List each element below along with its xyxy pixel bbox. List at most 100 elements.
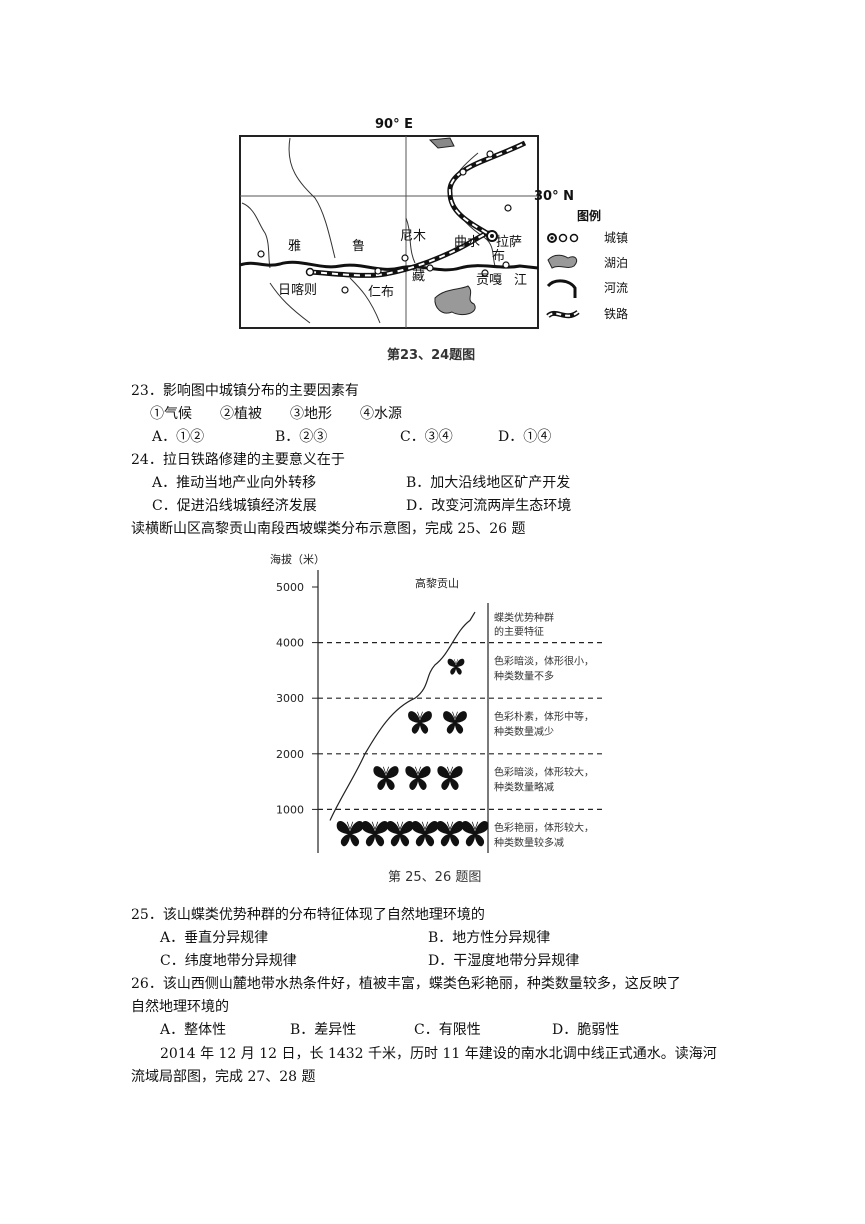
place-label: 雅: [288, 239, 301, 254]
legend-label-river: 河流: [604, 281, 628, 295]
mountain-label: 高黎贡山: [415, 576, 459, 590]
q25-option-c[interactable]: C．纬度地带分异规律: [160, 953, 297, 969]
place-label: 日喀则: [278, 282, 317, 298]
butterfly-icon: [386, 821, 414, 847]
town-marker: [426, 264, 434, 272]
lake: [434, 285, 476, 316]
zone-desc-line1: 色彩暗淡，体形很小，: [494, 654, 594, 667]
map-figure: 90° E 30° N 雅 鲁 尼木 曲水 拉萨 布 日喀则 仁布 藏 贡嘎 江…: [239, 117, 628, 329]
zone-desc-line2: 种类数量减少: [494, 725, 554, 738]
legend-town-icon-dot: [550, 236, 554, 240]
zone-desc-line2: 种类数量不多: [494, 669, 554, 682]
q26-option-d[interactable]: D．脆弱性: [552, 1022, 620, 1038]
q23-option-b[interactable]: B．②③: [275, 429, 328, 445]
town-marker: [257, 250, 265, 258]
q24-option-d[interactable]: D．改变河流两岸生态环境: [406, 498, 572, 514]
intro-27-28-line1: 2014 年 12 月 12 日，长 1432 千米，历时 11 年建设的南水北…: [160, 1046, 717, 1062]
q26-option-c[interactable]: C．有限性: [414, 1022, 481, 1038]
place-label: 仁布: [368, 285, 394, 300]
city-marker-lhasa-dot: [490, 234, 494, 238]
town-marker: [305, 267, 315, 277]
butterfly-icon: [443, 711, 467, 734]
q25-option-a[interactable]: A．垂直分异规律: [160, 930, 269, 946]
place-label: 曲水: [454, 235, 480, 250]
header-note-line1: 蝶类优势种群: [494, 611, 554, 624]
longitude-label: 90° E: [375, 117, 413, 132]
q25-option-d[interactable]: D．干湿度地带分异规律: [428, 953, 580, 969]
butterfly-icon: [361, 821, 389, 847]
chart-caption: 第 25、26 题图: [388, 870, 482, 885]
place-label: 藏: [412, 269, 425, 284]
lake: [428, 137, 455, 149]
tributary-river: [405, 217, 416, 264]
legend-label-lake: 湖泊: [604, 255, 628, 270]
butterfly-icon: [461, 821, 489, 847]
legend-railway-icon-dash: [547, 311, 579, 317]
y-tick-label: 2000: [276, 748, 304, 761]
y-tick-label: 5000: [276, 581, 304, 594]
tributary-river: [269, 282, 311, 324]
main-river: [239, 260, 539, 272]
legend-river-icon: [546, 279, 577, 298]
butterfly-icon: [408, 711, 432, 734]
q26-stem-line2: 自然地理环境的: [131, 999, 229, 1015]
y-tick-label: 3000: [276, 692, 304, 705]
q23-items: ①气候 ②植被 ③地形 ④水源: [150, 406, 402, 422]
q26-option-b[interactable]: B．差异性: [290, 1022, 357, 1038]
legend-label-town: 城镇: [604, 231, 628, 245]
place-label: 鲁: [352, 239, 365, 254]
butterfly-chart: 海拔（米） 高黎贡山 1000 2000 3000 4000 5000 色彩暗淡，体形很…: [270, 552, 605, 853]
tributary-river: [288, 137, 336, 259]
butterfly-icon: [405, 766, 431, 791]
place-label: 贡嘎: [476, 273, 502, 288]
place-label: 布: [492, 249, 505, 264]
q23-option-d[interactable]: D．①④: [498, 429, 552, 445]
town-marker: [504, 204, 512, 212]
q24-option-a[interactable]: A．推动当地产业向外转移: [152, 475, 317, 491]
map-caption: 第23、24题图: [387, 348, 476, 363]
place-label: 拉萨: [496, 235, 522, 250]
q25-stem: 25．该山蝶类优势种群的分布特征体现了自然地理环境的: [131, 907, 485, 923]
q25-option-b[interactable]: B．地方性分异规律: [428, 930, 551, 946]
latitude-label: 30° N: [534, 189, 574, 204]
place-label: 尼木: [400, 229, 426, 244]
zone-desc-line1: 色彩暗淡，体形较大，: [494, 766, 594, 779]
legend-lake-icon: [547, 254, 578, 269]
zone-desc-line2: 种类数量较多减: [494, 836, 564, 849]
legend-label-railway: 铁路: [604, 306, 628, 321]
butterfly-icon: [437, 766, 463, 791]
q24-option-c[interactable]: C．促进沿线城镇经济发展: [152, 498, 317, 514]
intro-27-28-line2: 流域局部图，完成 27、28 题: [131, 1069, 316, 1085]
q23-option-c[interactable]: C．③④: [400, 429, 453, 445]
zone-desc-line1: 色彩朴素，体形中等，: [494, 710, 594, 723]
q26-stem-line1: 26．该山西侧山麓地带水热条件好，植被丰富，蝶类色彩艳丽，种类数量较多，这反映了: [131, 976, 681, 992]
q24-option-b[interactable]: B．加大沿线地区矿产开发: [406, 475, 571, 491]
town-marker: [486, 150, 494, 158]
q24-stem: 24．拉日铁路修建的主要意义在于: [131, 452, 345, 468]
header-note-line2: 的主要特征: [494, 625, 544, 638]
y-axis-title: 海拔（米）: [270, 552, 325, 566]
zone-desc-line1: 色彩艳丽，体形较大，: [494, 821, 594, 834]
town-marker: [341, 286, 349, 294]
butterfly-icon: [373, 766, 399, 791]
legend-town-icon: [558, 233, 568, 243]
q23-stem: 23．影响图中城镇分布的主要因素有: [131, 383, 359, 399]
town-marker: [502, 261, 510, 269]
y-tick-label: 4000: [276, 637, 304, 650]
q23-option-a[interactable]: A．①②: [152, 429, 205, 445]
q26-option-a[interactable]: A．整体性: [160, 1022, 227, 1038]
butterfly-icon: [436, 821, 464, 847]
legend-railway-icon: [546, 309, 580, 319]
legend-town-icon: [569, 233, 579, 243]
legend-title: 图例: [577, 208, 601, 223]
butterfly-icon: [411, 821, 439, 847]
tributary-river: [349, 277, 381, 324]
tributary-river: [241, 202, 271, 269]
butterfly-icon: [336, 821, 364, 847]
y-tick-label: 1000: [276, 803, 304, 816]
place-label: 江: [514, 273, 527, 288]
zone-desc-line2: 种类数量略减: [494, 781, 554, 794]
butterfly-icon: [447, 658, 465, 675]
intro-25-26: 读横断山区高黎贡山南段西坡蝶类分布示意图，完成 25、26 题: [131, 521, 526, 537]
mountain-profile: [329, 611, 476, 821]
